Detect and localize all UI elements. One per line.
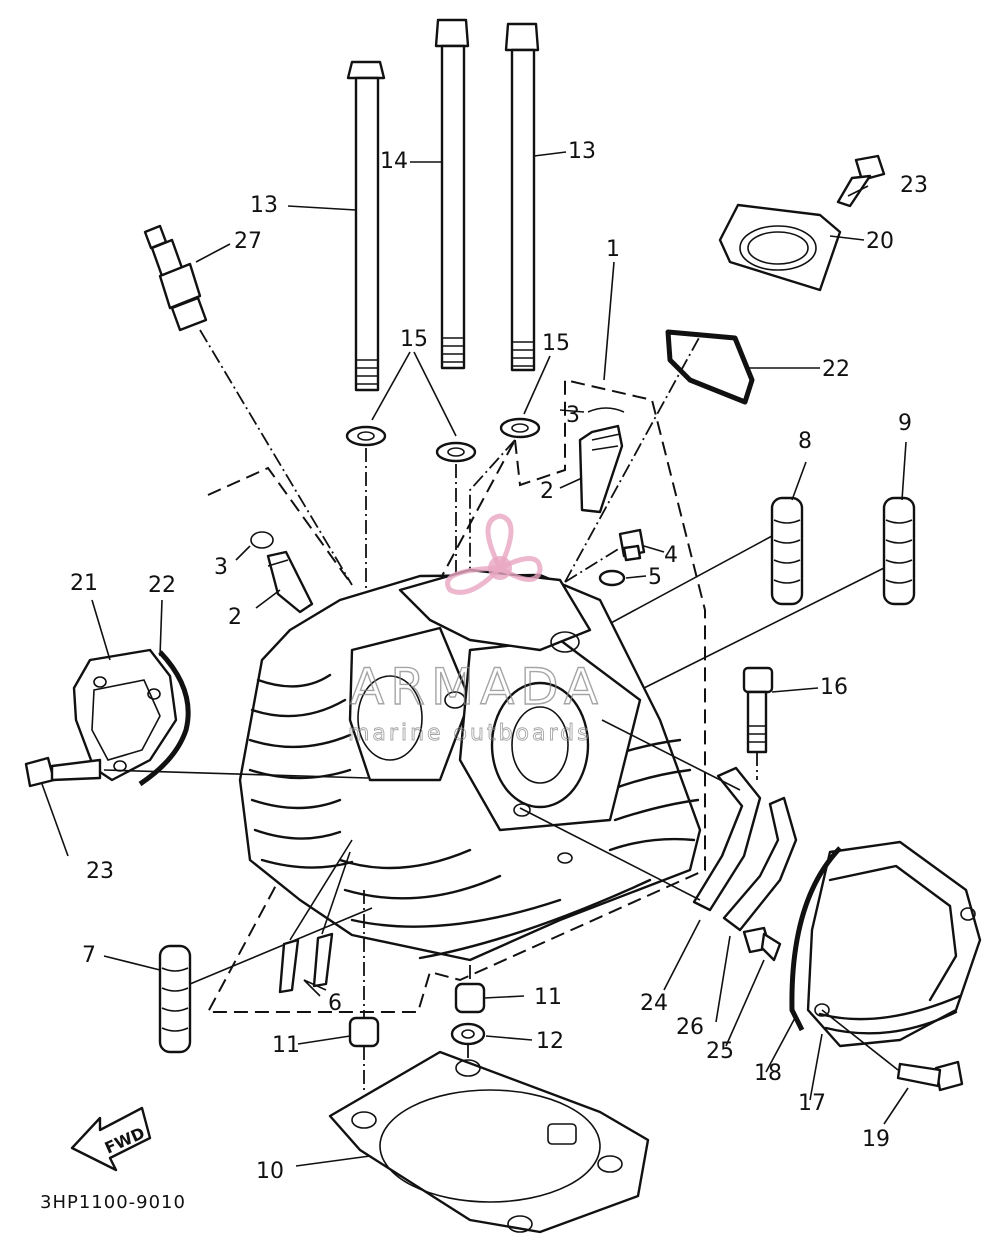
watermark-tagline: marine outboards (348, 721, 592, 746)
valve-guide-2-right (578, 424, 624, 514)
head-gasket-10 (328, 1050, 650, 1234)
callout-22-top: 22 (822, 357, 850, 382)
callout-3-left: 3 (214, 555, 228, 580)
washer-15-b (435, 441, 477, 463)
fwd-arrow-icon: FWD (70, 1106, 152, 1172)
o-ring-22-left (138, 650, 191, 787)
bolt-16 (742, 666, 774, 754)
bolt-19 (896, 1060, 964, 1092)
callout-8: 8 (798, 429, 812, 454)
bolt-25 (742, 926, 782, 962)
intake-joint-20 (718, 203, 842, 292)
head-bolt-13-right (504, 22, 540, 372)
callout-9: 9 (898, 411, 912, 436)
callout-22-left: 22 (148, 573, 176, 598)
callout-23-top: 23 (900, 173, 928, 198)
cylinder-head (238, 568, 702, 962)
bolt-23-left (24, 756, 102, 788)
stud-6 (278, 932, 334, 994)
callout-17: 17 (798, 1091, 826, 1116)
head-bolt-14 (434, 18, 470, 370)
callout-7: 7 (82, 943, 96, 968)
tappet-cover-21 (72, 648, 178, 782)
callout-20: 20 (866, 229, 894, 254)
gasket-24 (692, 766, 762, 912)
washer-15-a (345, 425, 387, 447)
callout-11-left: 11 (272, 1033, 300, 1058)
washer-15-c (499, 417, 541, 439)
gasket-18 (789, 846, 842, 1032)
callout-23-left: 23 (86, 859, 114, 884)
dowel-8 (770, 496, 804, 606)
bolt-4 (618, 528, 646, 562)
callout-11-right: 11 (534, 985, 562, 1010)
leader-lines (41, 151, 909, 1167)
callout-10: 10 (256, 1159, 284, 1184)
callout-6: 6 (328, 991, 342, 1016)
watermark-brand: ARMADA (350, 658, 604, 716)
valve-guide-2-left (266, 550, 314, 614)
callout-12: 12 (536, 1029, 564, 1054)
callout-19: 19 (862, 1127, 890, 1152)
callout-labels: 1 2 2 3 3 4 5 6 7 8 9 10 11 11 12 13 13 … (70, 139, 928, 1184)
clip-3-left (250, 531, 274, 549)
assembly-boundary (206, 378, 706, 1013)
watermark: ARMADA marine outboards (348, 513, 604, 746)
spark-plug-27 (143, 224, 208, 332)
plate-26 (722, 796, 798, 932)
callout-13-right: 13 (568, 139, 596, 164)
callout-5: 5 (648, 565, 662, 590)
callout-13-left: 13 (250, 193, 278, 218)
callout-15-right: 15 (542, 331, 570, 356)
dowel-11-right (454, 982, 486, 1014)
dowel-9 (882, 496, 916, 606)
callout-26: 26 (676, 1015, 704, 1040)
side-cover-17 (806, 840, 982, 1048)
callout-2-left: 2 (228, 605, 242, 630)
callout-21: 21 (70, 571, 98, 596)
callout-2-right: 2 (540, 479, 554, 504)
dowel-11-left (348, 1016, 380, 1048)
callout-16: 16 (820, 675, 848, 700)
callout-4: 4 (664, 543, 678, 568)
callout-3-right: 3 (566, 403, 580, 428)
washer-12 (450, 1022, 486, 1046)
callout-1: 1 (606, 237, 620, 262)
bolt-23-top (836, 154, 886, 208)
washer-5 (598, 569, 626, 587)
diagram-code: 3HP1100-9010 (40, 1192, 186, 1213)
head-bolt-13-left (346, 60, 386, 392)
clip-3-right (587, 407, 625, 413)
dowel-7 (158, 944, 192, 1054)
callout-27: 27 (234, 229, 262, 254)
callout-25: 25 (706, 1039, 734, 1064)
callout-24: 24 (640, 991, 668, 1016)
o-ring-22-top (665, 329, 755, 405)
callout-15-left: 15 (400, 327, 428, 352)
callout-18: 18 (754, 1061, 782, 1086)
callout-14: 14 (380, 149, 408, 174)
